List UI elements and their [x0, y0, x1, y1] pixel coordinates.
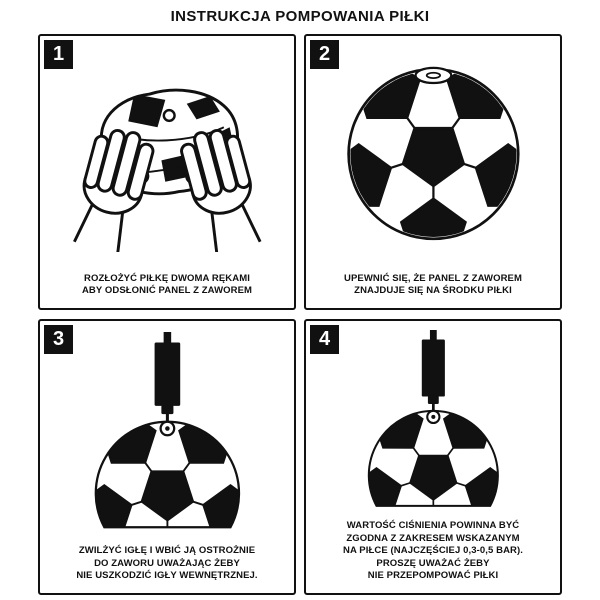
pump-needle-into-valve-illustration: [40, 321, 294, 545]
step-panel-3: 3 ZWILŻYĆ IGŁĘ I WBIĆ JĄ OSTROŻNIE DO ZA…: [38, 319, 296, 595]
step-caption: UPEWNIĆ SIĘ, ŻE PANEL Z ZAWOREM ZNAJDUJE…: [344, 272, 522, 297]
step-number-badge: 1: [44, 40, 73, 69]
step-panel-2: 2 UPEWNIĆ SIĘ, ŻE PANEL Z ZAWOREM ZNAJDU…: [304, 34, 562, 310]
valve-dot: [162, 108, 176, 123]
step-number-badge: 4: [310, 325, 339, 354]
hands-holding-deflated-ball-illustration: [40, 36, 294, 273]
valve-panel: [414, 67, 452, 85]
pump-ball-drawing: [367, 329, 499, 507]
step-caption: ZWILŻYĆ IGŁĘ I WBIĆ JĄ OSTROŻNIE DO ZAWO…: [76, 545, 258, 582]
step-number-badge: 2: [310, 40, 339, 69]
pump-needle-icon: [154, 332, 180, 429]
hands-ball-drawing: [67, 88, 267, 252]
pump-needle-icon: [421, 329, 445, 417]
step-number-badge: 3: [44, 325, 73, 354]
step-caption: WARTOŚĆ CIŚNIENIA POWINNA BYĆ ZGODNA Z Z…: [343, 520, 523, 582]
pump-ball-drawing: [94, 332, 240, 529]
step-panel-1: 1 ROZ: [38, 34, 296, 310]
pump-pressure-illustration: [306, 321, 560, 520]
page-title: INSTRUKCJA POMPOWANIA PIŁKI: [170, 8, 430, 25]
ball-with-valve-illustration: [306, 36, 560, 273]
step-caption: ROZŁOŻYĆ PIŁKĘ DWOMA RĘKAMI ABY ODSŁONIĆ…: [81, 272, 253, 297]
step-panel-4: 4 WARTOŚĆ CIŚNIENIA POWINNA BYĆ ZGODNA Z…: [304, 319, 562, 595]
soccer-ball-drawing: [346, 67, 520, 241]
steps-grid: 1 ROZ: [38, 34, 562, 595]
